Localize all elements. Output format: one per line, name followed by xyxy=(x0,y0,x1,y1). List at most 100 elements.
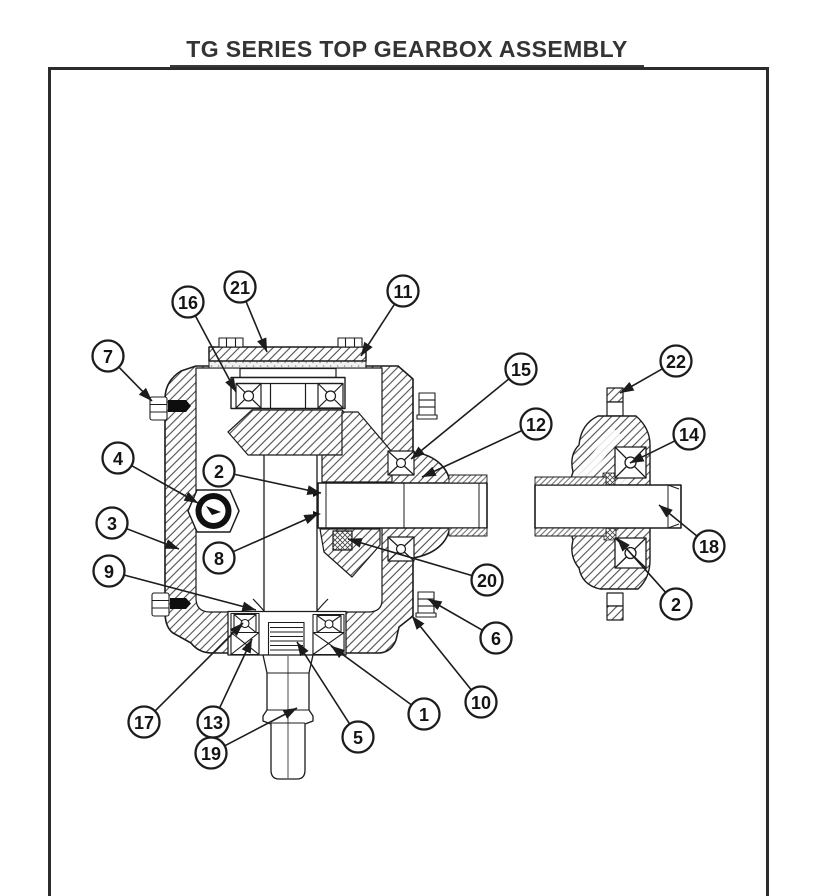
callout-label: 18 xyxy=(699,537,719,557)
callout-label: 15 xyxy=(511,360,531,380)
callout-label: 12 xyxy=(526,415,546,435)
callout-balloon xyxy=(202,454,236,488)
callout-label: 11 xyxy=(393,282,412,302)
oil-level-plug xyxy=(187,489,240,533)
callout-15: 15 xyxy=(410,352,538,460)
callout-balloon xyxy=(464,685,498,719)
callout-13: 13 xyxy=(196,638,253,739)
gear-hub-upper xyxy=(321,411,393,483)
callout-label: 19 xyxy=(201,744,221,764)
cross-shaft-bearing-upper xyxy=(387,450,415,476)
callout-leader-line xyxy=(619,367,663,394)
callout-balloon xyxy=(504,352,538,386)
callout-4: 4 xyxy=(101,441,199,504)
callout-balloon xyxy=(692,529,726,563)
callout-leader-line xyxy=(427,598,483,631)
callout-17: 17 xyxy=(127,622,244,739)
callout-leader-line xyxy=(131,464,199,504)
callout-leader-line xyxy=(330,645,412,706)
page-title-text: TG SERIES TOP GEARBOX ASSEMBLY xyxy=(170,36,644,68)
callout-balloon xyxy=(407,697,441,731)
output-shaft-18 xyxy=(534,476,682,537)
left-wall-fittings xyxy=(149,396,240,617)
gear-hub-knurl xyxy=(332,530,353,551)
callout-balloon xyxy=(91,339,125,373)
callout-leader-line xyxy=(616,537,667,593)
callout-label: 13 xyxy=(203,713,223,733)
callout-leader-line xyxy=(296,641,351,725)
callout-2: 2 xyxy=(616,537,693,621)
vertical-shaft xyxy=(252,452,329,612)
callout-14: 14 xyxy=(629,417,706,464)
main-gearbox-section xyxy=(149,337,488,780)
callout-label: 2 xyxy=(214,462,224,482)
callout-6: 6 xyxy=(427,598,513,655)
callout-label: 10 xyxy=(471,693,491,713)
top-cover xyxy=(208,346,367,362)
callout-leader-line xyxy=(421,429,523,478)
callout-balloon xyxy=(479,621,513,655)
callout-balloon xyxy=(171,285,205,319)
callout-balloon xyxy=(92,554,126,588)
callout-label: 9 xyxy=(104,562,114,582)
callout-label: 8 xyxy=(214,549,224,569)
cross-shaft-bearings xyxy=(387,450,415,562)
callout-11: 11 xyxy=(360,274,420,357)
callout-leader-line xyxy=(245,301,268,353)
callout-label: 1 xyxy=(419,705,429,725)
callout-leader-line xyxy=(218,638,253,709)
callout-balloon xyxy=(659,344,693,378)
callout-3: 3 xyxy=(95,506,180,550)
callout-label: 6 xyxy=(491,629,501,649)
callout-20: 20 xyxy=(347,538,504,597)
callout-19: 19 xyxy=(194,707,298,770)
callout-leader-line xyxy=(232,513,319,553)
cross-shaft xyxy=(313,474,488,537)
callout-balloon xyxy=(386,274,420,308)
cover-bolt-right xyxy=(337,337,363,348)
callout-label: 5 xyxy=(353,728,363,748)
shaft-sleeve-bottom xyxy=(448,527,488,537)
page-title: TG SERIES TOP GEARBOX ASSEMBLY xyxy=(0,36,814,68)
callout-leader-line xyxy=(126,527,180,550)
flange-sleeve-bottom xyxy=(534,527,607,537)
callout-label: 2 xyxy=(671,595,681,615)
callout-leader-line xyxy=(411,615,472,691)
callout-leader-line xyxy=(360,303,396,357)
callout-leader-line xyxy=(123,574,257,612)
callout-18: 18 xyxy=(658,504,726,563)
callout-leader-line xyxy=(658,504,698,537)
callout-label: 17 xyxy=(134,713,154,733)
callout-10: 10 xyxy=(411,615,498,719)
callout-5: 5 xyxy=(296,641,375,754)
shaft-sleeve-top xyxy=(448,474,488,484)
bottom-bearing xyxy=(227,610,347,656)
callout-leader-line xyxy=(347,538,473,577)
callout-leader-line xyxy=(233,473,322,495)
callout-balloon xyxy=(659,587,693,621)
callout-2: 2 xyxy=(202,454,322,495)
plug-seal-bottom xyxy=(170,598,191,609)
callout-21: 21 xyxy=(223,270,268,353)
callout-label: 22 xyxy=(666,352,686,372)
bevel-gear xyxy=(227,409,393,578)
callout-8: 8 xyxy=(202,513,319,575)
callout-1: 1 xyxy=(330,645,441,731)
output-shaft xyxy=(262,654,314,780)
bottom-bearing-left xyxy=(230,612,260,656)
callout-label: 3 xyxy=(107,514,117,534)
top-bearing xyxy=(230,367,346,410)
callout-balloon xyxy=(672,417,706,451)
side-bolt-bottom xyxy=(151,592,170,617)
callout-balloon xyxy=(127,705,161,739)
callout-balloon xyxy=(519,407,553,441)
callout-9: 9 xyxy=(92,554,257,612)
callout-leader-line xyxy=(629,440,676,464)
callout-label: 16 xyxy=(178,293,198,313)
callout-label: 4 xyxy=(113,449,123,469)
callout-leader-line xyxy=(194,315,237,393)
callout-leader-line xyxy=(118,366,153,402)
